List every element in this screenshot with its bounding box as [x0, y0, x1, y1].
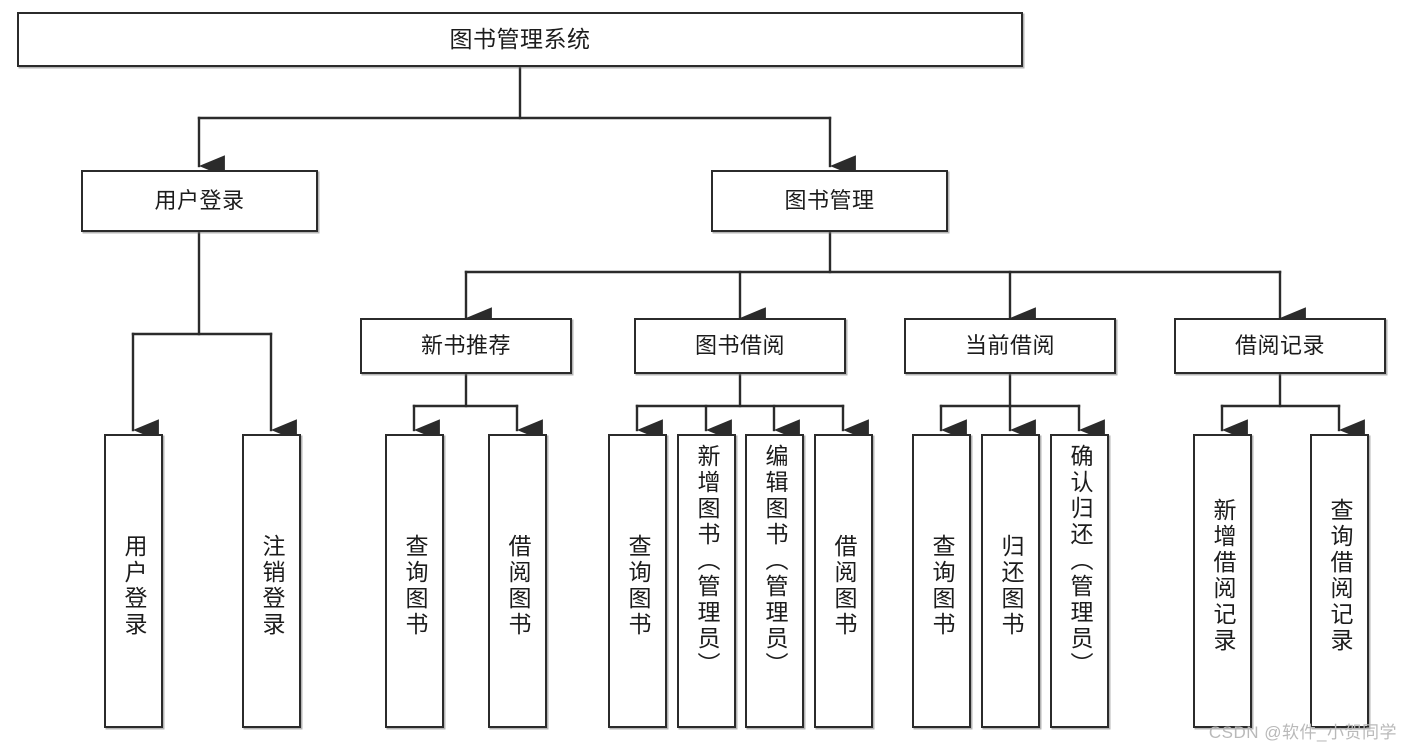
node-leaf-return-book[interactable]: 归还图书 — [981, 434, 1040, 728]
node-label: 确认归还（管理员） — [1067, 444, 1093, 678]
node-label: 用户登录 — [121, 534, 147, 638]
node-label: 查询图书 — [402, 534, 428, 638]
node-book-manage[interactable]: 图书管理 — [711, 170, 948, 232]
node-leaf-user-login[interactable]: 用户登录 — [104, 434, 163, 728]
node-label: 注销登录 — [259, 534, 285, 638]
node-label: 查询图书 — [929, 534, 955, 638]
node-leaf-add-record[interactable]: 新增借阅记录 — [1193, 434, 1252, 728]
node-label: 借阅图书 — [831, 534, 857, 638]
node-label: 用户登录 — [154, 188, 245, 214]
node-new-book-recommend[interactable]: 新书推荐 — [360, 318, 572, 374]
node-leaf-query-record[interactable]: 查询借阅记录 — [1310, 434, 1369, 728]
node-leaf-query-book-1[interactable]: 查询图书 — [385, 434, 444, 728]
node-leaf-borrow-book-2[interactable]: 借阅图书 — [814, 434, 873, 728]
node-leaf-query-book-2[interactable]: 查询图书 — [608, 434, 667, 728]
node-leaf-edit-book-admin[interactable]: 编辑图书（管理员） — [745, 434, 804, 728]
node-label: 归还图书 — [998, 534, 1024, 638]
node-leaf-query-book-3[interactable]: 查询图书 — [912, 434, 971, 728]
node-current-borrow[interactable]: 当前借阅 — [904, 318, 1116, 374]
node-leaf-logout[interactable]: 注销登录 — [242, 434, 301, 728]
node-user-login[interactable]: 用户登录 — [81, 170, 318, 232]
node-label: 查询借阅记录 — [1327, 498, 1353, 654]
node-leaf-confirm-return-admin[interactable]: 确认归还（管理员） — [1050, 434, 1109, 728]
node-label: 图书管理系统 — [449, 26, 591, 53]
node-label: 新增图书（管理员） — [694, 444, 720, 678]
node-label: 借阅记录 — [1234, 333, 1325, 359]
node-label: 编辑图书（管理员） — [762, 444, 788, 678]
node-leaf-add-book-admin[interactable]: 新增图书（管理员） — [677, 434, 736, 728]
node-root-system[interactable]: 图书管理系统 — [17, 12, 1023, 67]
node-label: 新增借阅记录 — [1210, 498, 1236, 654]
node-leaf-borrow-book-1[interactable]: 借阅图书 — [488, 434, 547, 728]
node-label: 当前借阅 — [964, 333, 1055, 359]
node-label: 查询图书 — [625, 534, 651, 638]
node-label: 新书推荐 — [420, 333, 511, 359]
node-label: 借阅图书 — [505, 534, 531, 638]
csdn-watermark: CSDN @软件_小贺同学 — [1208, 723, 1397, 742]
node-label: 图书借阅 — [694, 333, 785, 359]
node-book-borrow[interactable]: 图书借阅 — [634, 318, 846, 374]
node-borrow-record[interactable]: 借阅记录 — [1174, 318, 1386, 374]
node-label: 图书管理 — [784, 188, 875, 214]
